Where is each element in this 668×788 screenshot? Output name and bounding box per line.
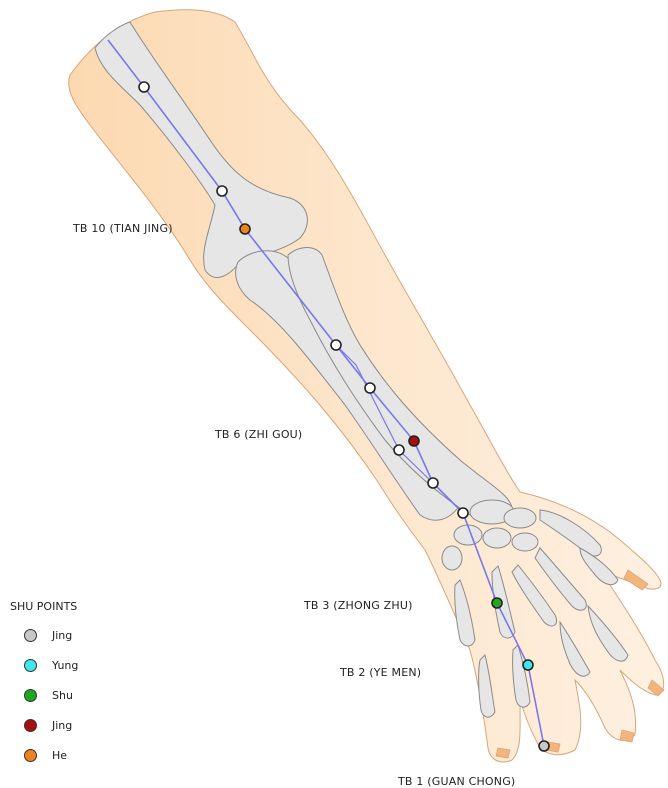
legend-dot bbox=[24, 749, 37, 762]
point-yung[interactable] bbox=[523, 660, 533, 670]
legend-dot bbox=[24, 629, 37, 642]
point-jing-grey[interactable] bbox=[539, 741, 549, 751]
legend-label: Shu bbox=[52, 689, 73, 702]
legend-dot bbox=[24, 689, 37, 702]
point-white[interactable] bbox=[394, 445, 404, 455]
point-white[interactable] bbox=[365, 383, 375, 393]
point-jing-red[interactable] bbox=[409, 436, 419, 446]
legend-label: He bbox=[52, 749, 67, 762]
label-tb10: TB 10 (TIAN JING) bbox=[73, 222, 173, 235]
point-white[interactable] bbox=[428, 478, 438, 488]
legend-dot bbox=[24, 659, 37, 672]
legend-label: Jing bbox=[52, 629, 72, 642]
label-tb1: TB 1 (GUAN CHONG) bbox=[398, 775, 515, 788]
legend: SHU POINTS Jing Yung Shu Jing He bbox=[10, 598, 170, 768]
legend-title: SHU POINTS bbox=[10, 600, 77, 613]
label-tb6: TB 6 (ZHI GOU) bbox=[215, 428, 302, 441]
legend-label: Jing bbox=[52, 719, 72, 732]
point-white[interactable] bbox=[217, 186, 227, 196]
point-white[interactable] bbox=[331, 340, 341, 350]
point-shu[interactable] bbox=[492, 598, 502, 608]
point-he[interactable] bbox=[240, 224, 250, 234]
legend-dot bbox=[24, 719, 37, 732]
point-white[interactable] bbox=[458, 508, 468, 518]
point-white[interactable] bbox=[139, 82, 149, 92]
legend-label: Yung bbox=[52, 659, 78, 672]
label-tb2: TB 2 (YE MEN) bbox=[340, 666, 421, 679]
label-tb3: TB 3 (ZHONG ZHU) bbox=[304, 599, 413, 612]
